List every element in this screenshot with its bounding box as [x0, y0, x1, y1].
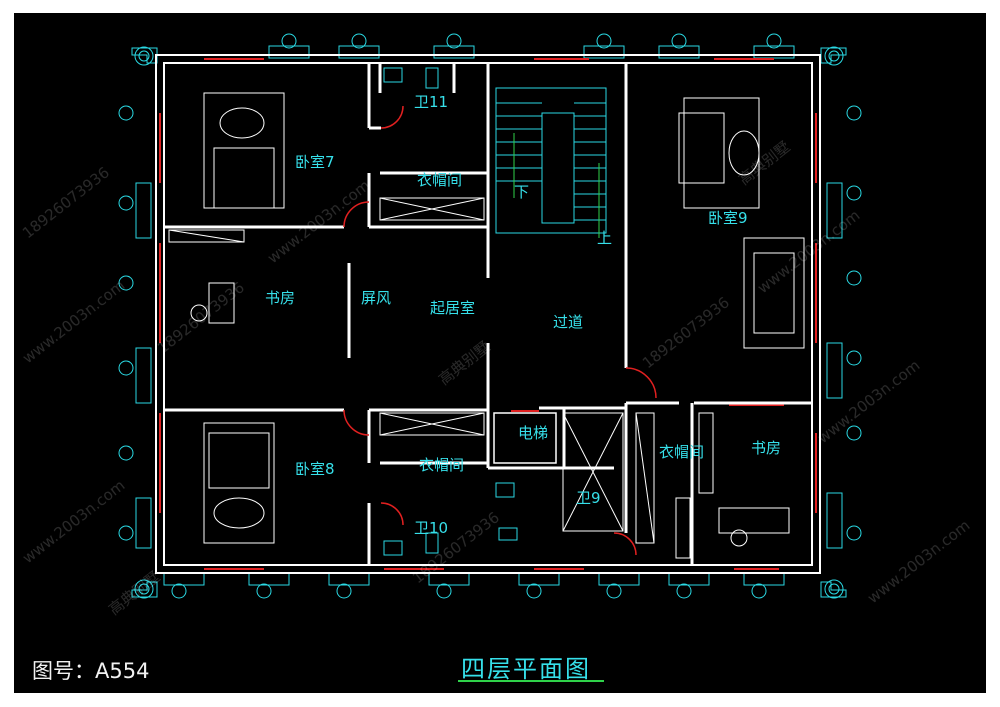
interior-walls — [164, 63, 812, 565]
doors — [343, 105, 657, 556]
elevator-shaft — [493, 412, 557, 464]
room-label-elevator: 电梯 — [518, 424, 549, 442]
plan-title: 四层平面图 — [461, 655, 591, 683]
room-label-bath11: 卫11 — [414, 93, 449, 111]
room-label-study-right: 书房 — [751, 439, 782, 457]
room-label-stair-up: 上 — [597, 229, 613, 247]
room-label-closet-lower: 衣帽间 — [419, 456, 465, 474]
windows — [159, 58, 817, 570]
room-label-closet-upper: 衣帽间 — [417, 171, 463, 189]
room-label-corridor: 过道 — [553, 313, 584, 331]
bath-fixtures — [383, 67, 518, 556]
room-label-study-left: 书房 — [265, 289, 296, 307]
cad-drawing-canvas: www.2003n.com www.2003n.com www.2003n.co… — [14, 13, 986, 693]
title-underline — [458, 680, 604, 682]
room-label-living: 起居室 — [430, 299, 476, 317]
room-label-stair-down: 下 — [514, 183, 530, 201]
room-label-bath10: 卫10 — [414, 519, 449, 537]
room-label-bedroom8: 卧室8 — [295, 460, 335, 478]
wardrobes — [168, 197, 714, 559]
room-label-bedroom7: 卧室7 — [295, 153, 335, 171]
floor-plan-drawing — [118, 33, 862, 599]
room-label-screen: 屏风 — [361, 289, 392, 307]
room-label-bath9: 卫9 — [576, 489, 601, 507]
furniture — [190, 92, 805, 547]
staircase — [495, 87, 607, 238]
room-label-closet-right: 衣帽间 — [659, 443, 705, 461]
room-label-bedroom9: 卧室9 — [708, 209, 748, 227]
drawing-number: 图号：A554 — [32, 659, 150, 683]
